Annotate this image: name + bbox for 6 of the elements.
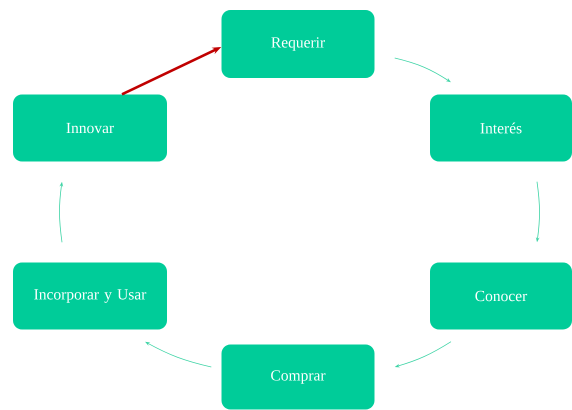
process-box: Incorporar y Usar [13, 262, 167, 330]
process-box: Conocer [430, 262, 572, 330]
process-box: Requerir [222, 10, 374, 78]
process-box: Interés [430, 94, 572, 162]
process-box: Comprar [222, 344, 374, 410]
process-box: Innovar [13, 94, 167, 162]
